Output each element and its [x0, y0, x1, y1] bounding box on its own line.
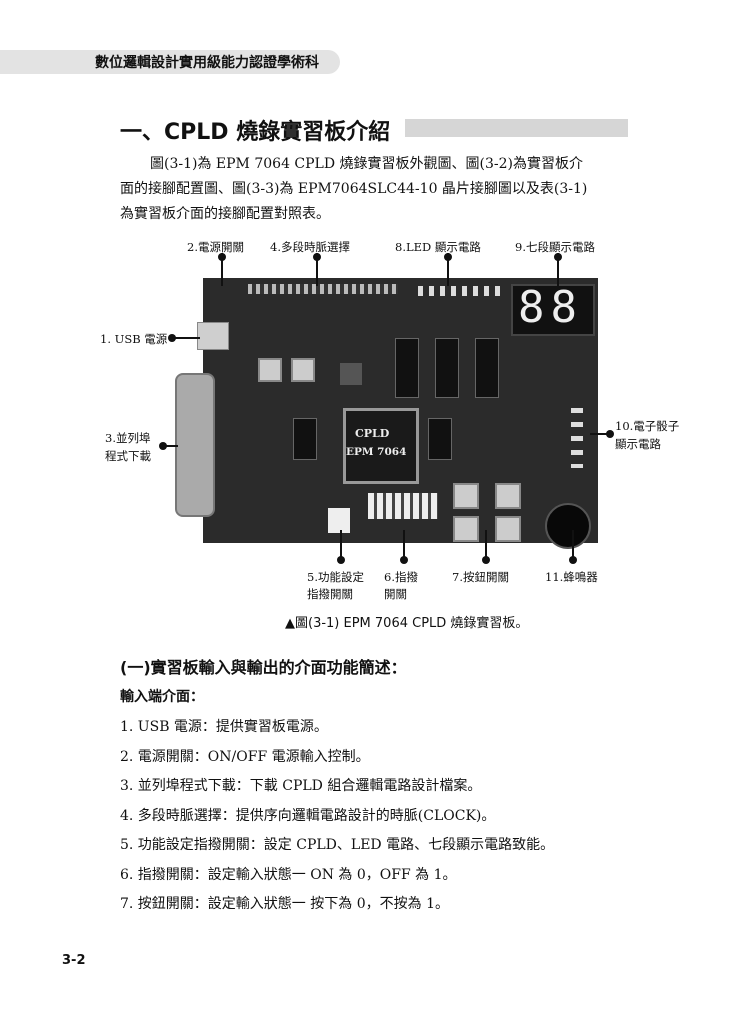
callout-dot-dip [400, 556, 408, 564]
callout-dot-dice [606, 430, 614, 438]
callout-dot-7seg [554, 253, 562, 261]
parallel-port [175, 373, 215, 517]
callout-clock-select: 4.多段時脈選擇 [270, 240, 350, 254]
callout-line-7seg [557, 253, 559, 286]
led-row [418, 286, 503, 296]
seven-segment-digits: 88 [518, 282, 583, 333]
callout-dice-1: 10.電子骰子 [615, 419, 680, 433]
callout-dot-clock [313, 253, 321, 261]
ic-5 [428, 418, 452, 460]
callout-func-dip-2: 指撥開關 [307, 587, 353, 601]
push-button [453, 516, 479, 542]
callout-line-dice [590, 433, 610, 435]
callout-usb-power: 1. USB 電源 [100, 332, 168, 346]
push-button [291, 358, 315, 382]
callout-seven-seg: 9.七段顯示電路 [515, 240, 595, 254]
dip-switch [368, 493, 438, 519]
cpld-board-photo: 88 CPLD EPM 7064 [175, 278, 598, 549]
title-decor-bar [405, 119, 628, 137]
callout-parallel-port-1: 3.並列埠 [105, 431, 151, 445]
ic-4 [293, 418, 317, 460]
clock-ic [340, 363, 362, 385]
callout-parallel-port-2: 程式下載 [105, 449, 151, 463]
callout-line-led [447, 253, 449, 286]
callout-dot-usb [168, 334, 176, 342]
input-list: 1. USB 電源：提供實習板電源。 2. 電源開關：ON/OFF 電源輸入控制… [120, 713, 554, 920]
intro-paragraph: 圖(3-1)為 EPM 7064 CPLD 燒錄實習板外觀圖、圖(3-2)為實習… [120, 152, 635, 227]
ic-3 [475, 338, 499, 398]
callout-line-usb [172, 337, 200, 339]
buzzer [545, 503, 591, 549]
cpld-chip [343, 408, 419, 484]
intro-line-2: 面的接腳配置圖、圖(3-3)為 EPM7064SLC44-10 晶片接腳圖以及表… [120, 181, 588, 197]
figure-caption: ▲圖(3-1) EPM 7064 CPLD 燒錄實習板。 [285, 616, 529, 631]
callout-dip-2: 開關 [384, 587, 407, 601]
callout-func-dip-1: 5.功能設定 [307, 570, 364, 584]
callout-line-dip [403, 530, 405, 560]
push-button [495, 483, 521, 509]
input-heading: 輸入端介面： [120, 689, 204, 705]
list-item: 1. USB 電源：提供實習板電源。 [120, 719, 328, 735]
ic-2 [435, 338, 459, 398]
callout-line-buzzer [572, 530, 574, 560]
seven-segment-display [511, 284, 595, 336]
list-item: 4. 多段時脈選擇：提供序向邏輯電路設計的時脈(CLOCK)。 [120, 807, 496, 824]
callout-power-switch: 2.電源開關 [187, 240, 244, 254]
callout-line-clock [316, 253, 318, 286]
running-header-bar [0, 50, 340, 74]
callout-push-button: 7.按鈕開關 [452, 570, 509, 584]
callout-dot-button [482, 556, 490, 564]
push-button [453, 483, 479, 509]
callout-line-func-dip [340, 530, 342, 560]
callout-dot-parallel [159, 442, 167, 450]
callout-led-display: 8.LED 顯示電路 [395, 240, 481, 254]
usb-connector [197, 322, 229, 350]
callout-dot-func-dip [337, 556, 345, 564]
list-item: 5. 功能設定指撥開關：設定 CPLD、LED 電路、七段顯示電路致能。 [120, 837, 555, 853]
function-dip-switch [328, 508, 350, 533]
pin-header [248, 284, 398, 294]
list-item: 3. 並列埠程式下載：下載 CPLD 組合邏輯電路設計檔案。 [120, 778, 482, 794]
callout-dot-power [218, 253, 226, 261]
cpld-chip-label-1: CPLD [355, 427, 390, 440]
callout-dice-2: 顯示電路 [615, 437, 661, 451]
callout-dip-1: 6.指撥 [384, 570, 418, 584]
intro-line-3: 為實習板介面的接腳配置對照表。 [120, 206, 330, 222]
callout-line-power [221, 253, 223, 286]
page-number: 3-2 [62, 953, 86, 968]
callout-dot-buzzer [569, 556, 577, 564]
list-item: 2. 電源開關：ON/OFF 電源輸入控制。 [120, 748, 370, 765]
section-title: 一、CPLD 燒錄實習板介紹 [120, 120, 391, 145]
cpld-chip-label-2: EPM 7064 [346, 446, 407, 458]
ic-1 [395, 338, 419, 398]
callout-buzzer: 11.蜂鳴器 [545, 570, 598, 584]
running-header-title: 數位邏輯設計實用級能力認證學術科 [95, 55, 319, 71]
subsection-title: (一)實習板輸入與輸出的介面功能簡述： [120, 658, 407, 677]
callout-line-parallel [163, 445, 178, 447]
dice-leds [571, 408, 583, 468]
callout-line-button [485, 530, 487, 560]
list-item: 6. 指撥開關：設定輸入狀態一 ON 為 0，OFF 為 1。 [120, 866, 457, 883]
push-button [495, 516, 521, 542]
push-button [258, 358, 282, 382]
list-item: 7. 按鈕開關：設定輸入狀態一 按下為 0，不按為 1。 [120, 896, 449, 912]
intro-line-1: 圖(3-1)為 EPM 7064 CPLD 燒錄實習板外觀圖、圖(3-2)為實習… [150, 156, 583, 172]
callout-dot-led [444, 253, 452, 261]
